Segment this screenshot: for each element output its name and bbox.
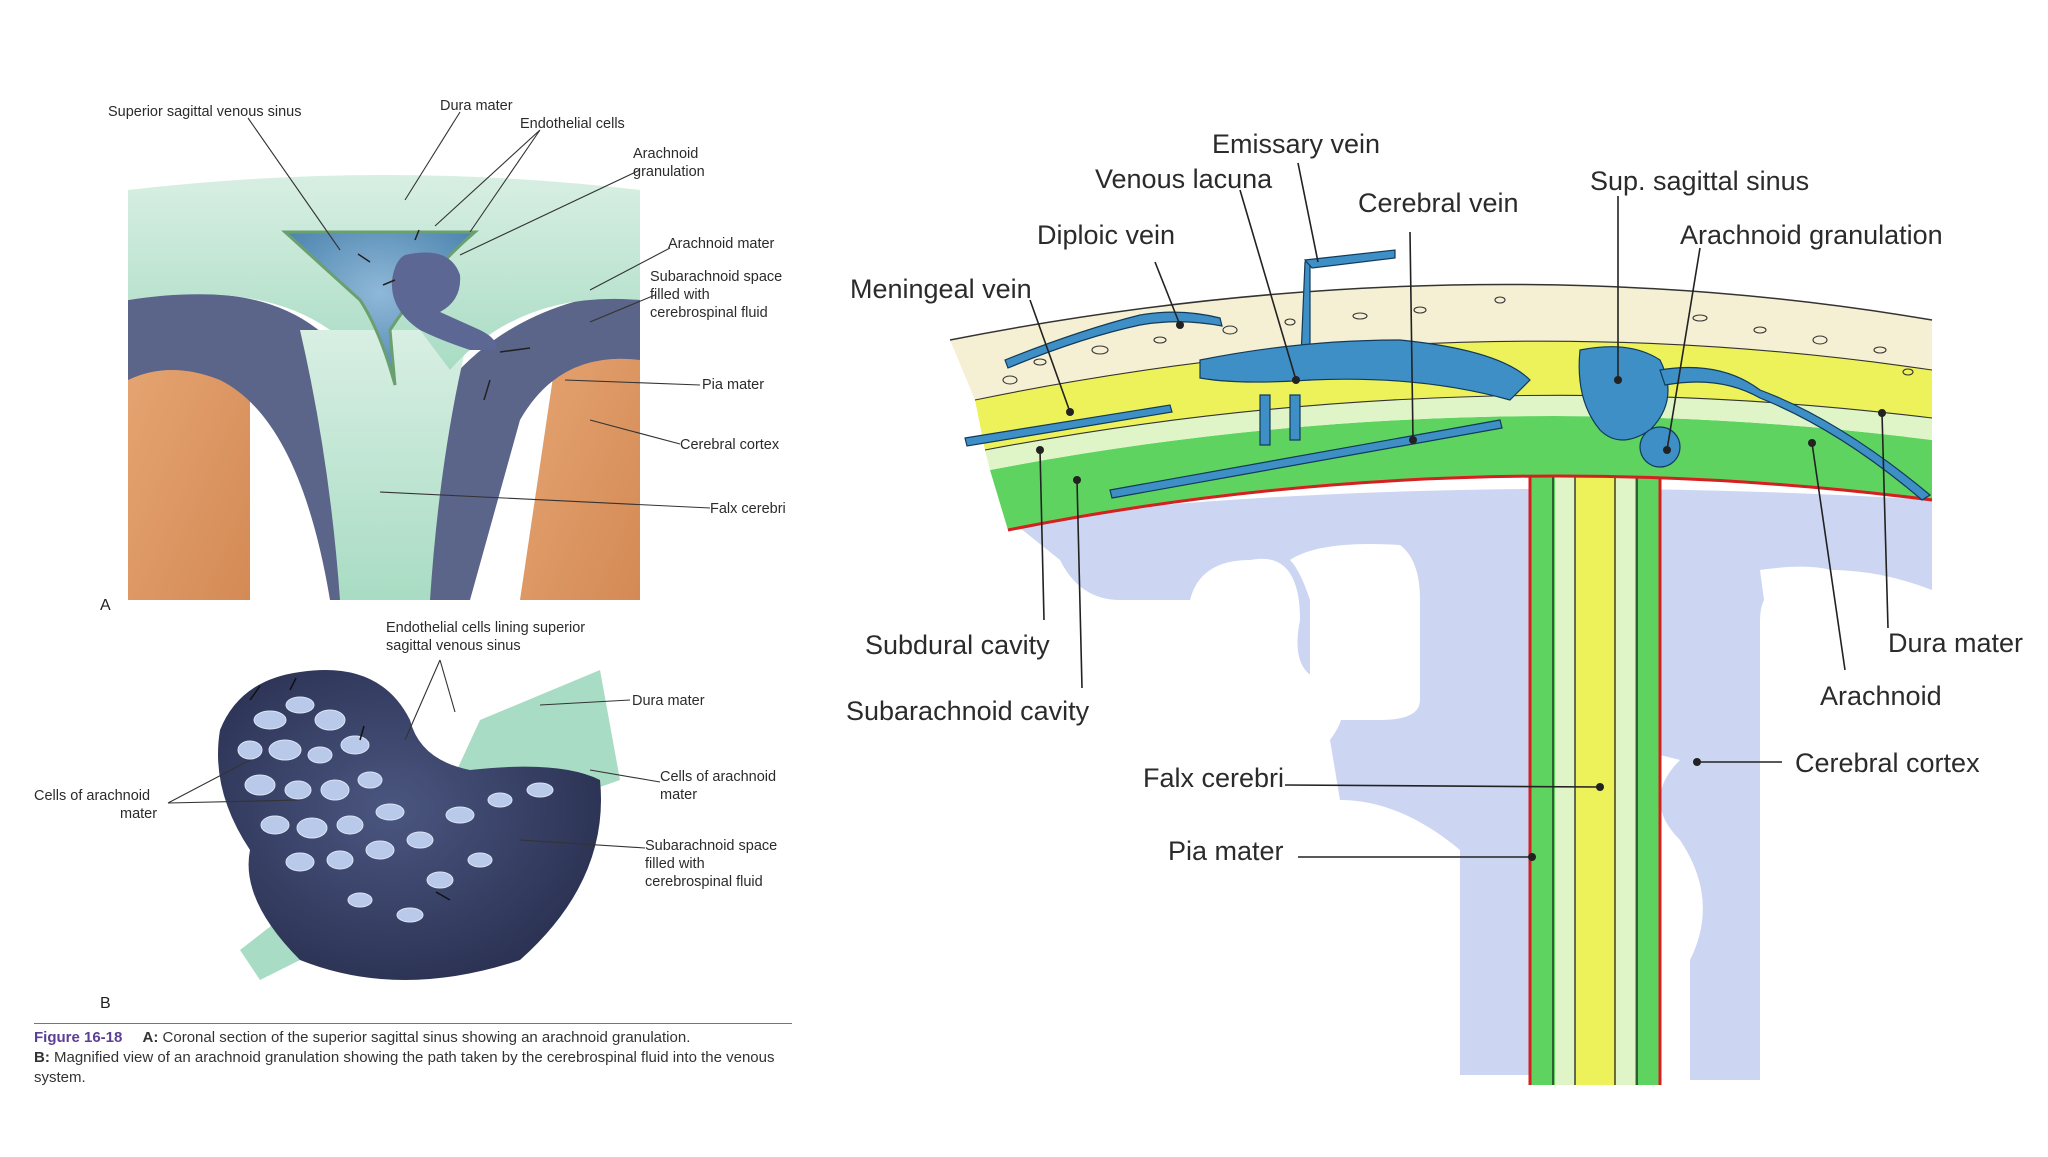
caption-a-text: Coronal section of the superior sagittal…	[162, 1029, 691, 1046]
cerebral-vein-shape	[1109, 419, 1503, 499]
subarachnoid-layer	[990, 416, 1932, 530]
label-cells-of-arachnoid-left-1: Cells of arachnoid	[34, 788, 150, 804]
label-dura-mater-right: Dura mater	[1888, 628, 2023, 658]
label-superior-sagittal-venous-sinus: Superior sagittal venous sinus	[108, 104, 301, 120]
meningeal-vein-shape	[964, 404, 1173, 447]
pia-mater-curve	[1007, 474, 1933, 532]
label-subarachnoid-space-b-3: cerebrospinal fluid	[645, 874, 763, 890]
emissary-vein-top	[1303, 249, 1396, 269]
label-cells-of-arachnoid-right-2: mater	[660, 787, 697, 803]
label-subarachnoid-space-a-3: cerebrospinal fluid	[650, 305, 768, 321]
falx-layer-outlines	[1552, 440, 1638, 1085]
sinus-right-tributary	[1659, 366, 1932, 501]
caption-b-text: Magnified view of an arachnoid granulati…	[34, 1049, 775, 1086]
bone-speckles	[1002, 296, 1914, 385]
figure-caption: Figure 16-18 A: Coronal section of the s…	[34, 1028, 794, 1088]
falx-pia-lines	[1528, 440, 1662, 1085]
label-meningeal-vein: Meningeal vein	[850, 274, 1032, 304]
arachnoid-granulation-magnified	[218, 670, 601, 980]
arachnoid-layer	[985, 395, 1932, 470]
arachnoid-granulation-shape	[391, 252, 496, 350]
falx-cerebri-core	[1575, 440, 1615, 1085]
panel-label-a: A	[100, 597, 111, 614]
label-arachnoid-granulation-right: Arachnoid granulation	[1680, 220, 1943, 250]
label-arachnoid-right: Arachnoid	[1820, 681, 1942, 711]
label-subarachnoid-space-a-2: filled with	[650, 287, 710, 303]
meningeal-outlines	[974, 340, 1933, 451]
label-subarachnoid-space-b-2: filled with	[645, 856, 705, 872]
falx-cerebri-shape	[300, 330, 470, 600]
label-venous-lacuna: Venous lacuna	[1095, 164, 1273, 194]
figure-b: Endothelial cells lining superior sagitt…	[34, 620, 777, 1012]
cerebral-cortex-left	[128, 320, 250, 600]
label-sup-sagittal-sinus: Sup. sagittal sinus	[1590, 166, 1809, 196]
label-subarachnoid-cavity: Subarachnoid cavity	[846, 696, 1090, 726]
figure-a: Superior sagittal venous sinus Dura mate…	[100, 98, 786, 614]
sulcus-right	[1760, 566, 1870, 720]
label-subarachnoid-space-a-1: Subarachnoid space	[650, 269, 782, 285]
label-diploic-vein: Diploic vein	[1037, 220, 1175, 250]
bridging-veins	[1259, 394, 1301, 446]
csf-flow-arrows-b	[249, 677, 451, 901]
label-falx-cerebri-a: Falx cerebri	[710, 501, 786, 517]
label-arachnoid-granulation-a-1: Arachnoid	[633, 146, 698, 162]
cerebral-cortex-shape	[1010, 488, 1932, 1080]
csf-flow-arrows-a	[357, 229, 531, 401]
venous-lacuna-shape	[1199, 339, 1531, 401]
label-cells-of-arachnoid-right-1: Cells of arachnoid	[660, 769, 776, 785]
panel-label-b: B	[100, 995, 111, 1012]
label-subarachnoid-space-b-1: Subarachnoid space	[645, 838, 777, 854]
cerebral-cortex-right	[520, 320, 640, 600]
label-pia-mater-right: Pia mater	[1168, 836, 1284, 866]
subarachnoid-band-right	[420, 290, 640, 600]
caption-b-tag: B:	[34, 1049, 50, 1066]
arachnoid-granulation-knob	[1639, 426, 1681, 468]
caption-figure-number: Figure 16-18	[34, 1029, 123, 1046]
label-arachnoid-mater-a: Arachnoid mater	[668, 236, 775, 252]
label-subdural-cavity: Subdural cavity	[865, 630, 1050, 660]
label-endothelial-lining-2: sagittal venous sinus	[386, 638, 521, 654]
label-cerebral-cortex-right: Cerebral cortex	[1795, 748, 1980, 778]
sulcus-left-outer	[1290, 544, 1420, 720]
right-diagram: Emissary vein Venous lacuna Cerebral vei…	[846, 129, 2023, 1085]
label-dura-mater-b: Dura mater	[632, 693, 705, 709]
arachnoid-cells-b	[237, 696, 554, 923]
label-cerebral-vein: Cerebral vein	[1358, 188, 1519, 218]
diploic-vein-shape	[1004, 311, 1223, 369]
label-dura-mater-a: Dura mater	[440, 98, 513, 114]
label-cerebral-cortex-a: Cerebral cortex	[680, 437, 780, 453]
venous-network	[964, 249, 1932, 501]
label-emissary-vein: Emissary vein	[1212, 129, 1380, 159]
label-endothelial-cells: Endothelial cells	[520, 116, 625, 132]
label-cells-of-arachnoid-left-2: mater	[120, 806, 157, 822]
caption-divider	[34, 1023, 792, 1024]
label-arachnoid-granulation-a-2: granulation	[633, 164, 705, 180]
label-falx-cerebri-right: Falx cerebri	[1143, 763, 1284, 793]
label-endothelial-lining-1: Endothelial cells lining superior	[386, 620, 585, 636]
leader-endpoints	[1036, 321, 1886, 861]
label-pia-mater-a: Pia mater	[702, 377, 764, 393]
caption-a-tag: A:	[142, 1029, 159, 1046]
skull-outer-edge	[949, 283, 1933, 341]
